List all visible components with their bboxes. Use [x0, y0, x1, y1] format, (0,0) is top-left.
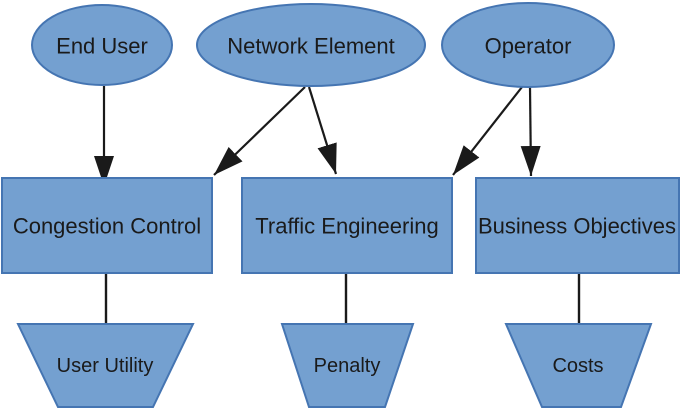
operator-ellipse	[441, 2, 615, 88]
penalty-trapezoid	[280, 323, 415, 408]
traffic-engineering-label: Traffic Engineering	[255, 214, 438, 239]
network-element-ellipse	[196, 3, 426, 87]
output-user-utility: User Utility	[16, 323, 195, 408]
edge-network-to-traffic	[307, 86, 338, 175]
edge-operator-to-traffic	[452, 86, 523, 176]
operator-label: Operator	[485, 34, 572, 59]
congestion-control-rect	[1, 177, 213, 274]
process-traffic-engineering: Traffic Engineering	[241, 177, 453, 274]
output-costs: Costs	[504, 323, 653, 408]
end-user-ellipse	[31, 4, 173, 86]
edge-operator-to-business	[520, 86, 541, 177]
edges	[94, 86, 581, 325]
network-element-label: Network Element	[227, 34, 395, 59]
congestion-control-label: Congestion Control	[13, 214, 201, 239]
process-business-objectives: Business Objectives	[475, 177, 680, 274]
actor-operator: Operator	[441, 2, 615, 88]
end-user-label: End User	[56, 34, 148, 59]
process-congestion-control: Congestion Control	[1, 177, 213, 274]
costs-label: Costs	[552, 355, 603, 377]
user-utility-trapezoid	[16, 323, 195, 408]
business-objectives-rect	[475, 177, 680, 274]
actor-end-user: End User	[31, 4, 173, 86]
costs-trapezoid	[504, 323, 653, 408]
business-objectives-label: Business Objectives	[478, 214, 676, 239]
traffic-engineering-rect	[241, 177, 453, 274]
user-utility-label: User Utility	[57, 355, 154, 377]
penalty-label: Penalty	[314, 355, 381, 377]
actor-network-element: Network Element	[196, 3, 426, 87]
edge-network-to-congestion	[213, 86, 306, 176]
output-penalty: Penalty	[280, 323, 415, 408]
